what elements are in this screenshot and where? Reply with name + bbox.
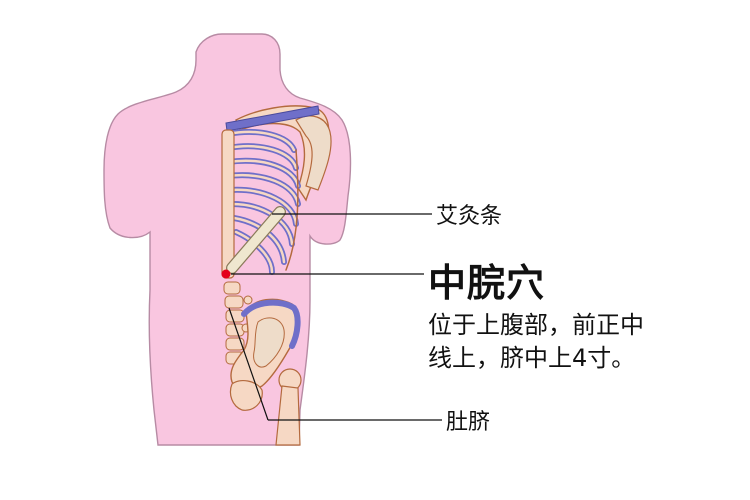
humerus-head (295, 115, 332, 191)
moxa-stick (226, 206, 286, 274)
acupoint-name-label: 中脘穴 (428, 261, 546, 305)
femur (275, 385, 301, 446)
navel-pointer-line (228, 307, 269, 421)
pelvis-rim (241, 299, 301, 349)
acupoint-description-line1: 位于上腹部，前正中 (428, 311, 644, 339)
pelvis-inner (253, 317, 285, 368)
navel-label: 肚脐 (446, 410, 491, 435)
rib-cage (225, 128, 301, 275)
moxa-stick-label: 艾灸条 (436, 204, 503, 229)
clavicle (225, 105, 320, 132)
zhongwan-acupoint-dot (221, 269, 231, 279)
acupoint-description-line2: 线上，脐中上4寸。 (428, 344, 636, 372)
sacrum (229, 380, 263, 411)
